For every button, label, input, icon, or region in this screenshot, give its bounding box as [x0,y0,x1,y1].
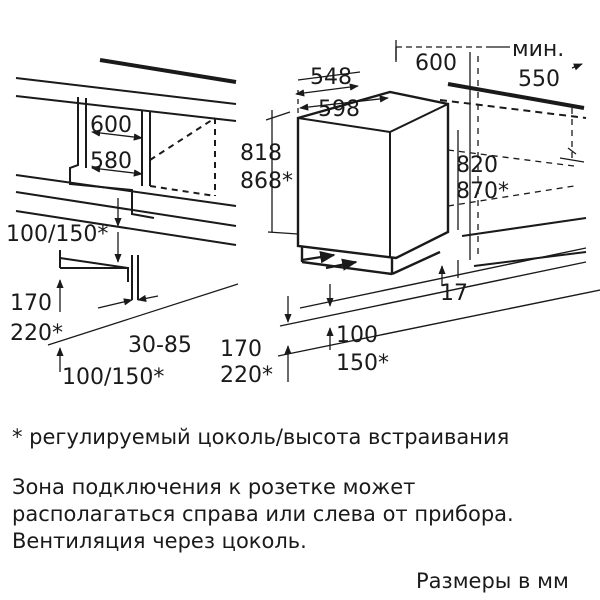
dim-plinth-height-bottom: 100/150* [62,365,164,390]
note-ventilation: Вентиляция через цоколь. [12,529,307,553]
dim-niche-height-a: 820 [456,153,498,178]
dim-appliance-height-a: 818 [240,141,282,166]
ventilation-arrows [301,251,358,271]
dim-appliance-height-b: 868* [240,169,293,194]
niche-drawing [15,58,237,300]
dim-bottom-height-b: 150* [336,351,389,376]
dim-countertop-depth: 600 [415,51,457,76]
worktop-lines [277,82,600,357]
note-adjustable-plinth: * регулируемый цоколь/высота встраивания [12,425,510,449]
dim-min-value: 550 [518,67,560,92]
note-units: Размеры в мм [416,569,569,593]
dim-appliance-width: 598 [318,97,360,122]
dim-niche-depth-top: 600 [90,113,132,138]
dim-bottom-depth-b: 220* [220,363,273,388]
dim-bottom-height-a: 100 [336,323,378,348]
dim-plinth-gap: 30-85 [128,333,192,358]
appliance-dimension-lines [265,40,585,382]
note-socket-zone-line1: Зона подключения к розетке может [12,475,416,499]
dim-plinth-depth-b: 220* [10,321,63,346]
dim-niche-height-b: 870* [456,179,509,204]
dim-side-offset: 17 [440,281,468,306]
dim-appliance-depth: 548 [310,65,352,90]
niche-dimension-lines [47,129,239,372]
dim-niche-depth-inner: 580 [90,149,132,174]
dim-plinth-height: 100/150* [6,222,108,247]
dim-bottom-depth-a: 170 [220,337,262,362]
dim-plinth-depth-a: 170 [10,291,52,316]
dim-min-label: мин. [512,37,564,62]
note-socket-zone-line2: располагаться справа или слева от прибор… [12,502,514,526]
